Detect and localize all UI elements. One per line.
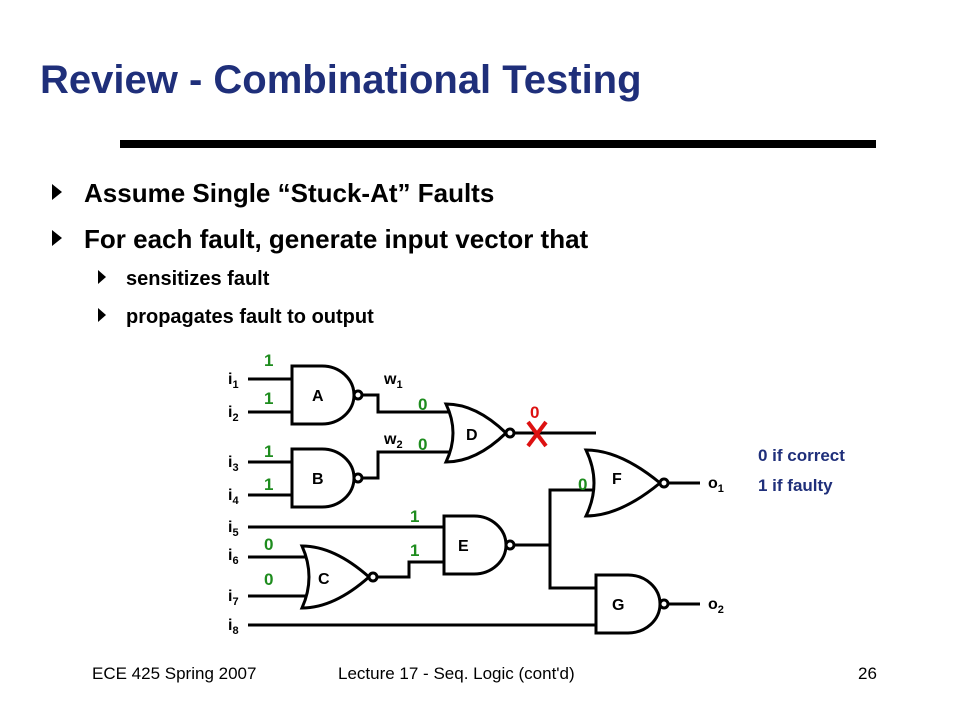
gate-f: F — [583, 448, 670, 518]
value-e-in1: 1 — [410, 507, 419, 526]
value-d-in2: 0 — [418, 435, 427, 454]
bullet-stuck-at: Assume Single “Stuck-At” Faults — [52, 178, 494, 209]
sub-bullet-text: propagates fault to output — [126, 306, 374, 328]
value-i7: 0 — [264, 570, 273, 589]
gate-b: B — [290, 447, 364, 509]
gate-e-label: E — [458, 538, 469, 555]
wire-labels: w1 w2 o1 o2 — [383, 371, 724, 616]
input-label-i2: i2 — [228, 404, 239, 424]
value-f-in2: 0 — [578, 475, 587, 494]
output-label-o2: o2 — [708, 596, 724, 616]
bullet-text: Assume Single “Stuck-At” Faults — [84, 178, 495, 208]
footer-course: ECE 425 Spring 2007 — [92, 664, 257, 683]
sub-bullet-sensitizes: sensitizes fault — [98, 268, 269, 291]
value-d-in1: 0 — [418, 395, 427, 414]
wire-label-w1: w1 — [383, 371, 403, 391]
value-i6: 0 — [264, 535, 273, 554]
input-label-i7: i7 — [228, 588, 239, 608]
bullet-arrow-icon — [52, 184, 62, 200]
gate-g-label: G — [612, 597, 624, 614]
input-labels: i1 i2 i3 i4 i5 i6 i7 i8 — [228, 371, 239, 637]
slide-title: Review - Combinational Testing — [40, 58, 642, 102]
value-i1: 1 — [264, 351, 273, 370]
bullet-arrow-icon — [98, 308, 106, 322]
gate-g: G — [594, 573, 670, 635]
gate-f-label: F — [612, 471, 622, 488]
title-rule — [120, 140, 876, 148]
input-label-i6: i6 — [228, 547, 239, 567]
bullet-arrow-icon — [98, 270, 106, 284]
internal-wires — [362, 393, 700, 606]
input-label-i5: i5 — [228, 519, 239, 539]
gate-d: D — [443, 402, 516, 464]
gate-e: E — [442, 514, 516, 576]
footer-lecture: Lecture 17 - Seq. Logic (cont'd) — [338, 664, 575, 683]
bullet-arrow-icon — [52, 230, 62, 246]
sub-bullet-text: sensitizes fault — [126, 268, 270, 290]
gate-a: A — [290, 364, 364, 426]
input-wires — [248, 377, 596, 627]
bullet-generate-vector: For each fault, generate input vector th… — [52, 224, 588, 255]
wire-label-w2: w2 — [383, 431, 403, 451]
value-i3: 1 — [264, 442, 273, 461]
signal-values: 1 1 1 1 0 0 0 0 1 1 0 — [264, 351, 587, 589]
gate-c-label: C — [318, 571, 330, 588]
fault-marker: 0 — [526, 403, 548, 448]
value-i2: 1 — [264, 389, 273, 408]
bullet-text: For each fault, generate input vector th… — [84, 224, 589, 254]
input-label-i1: i1 — [228, 371, 239, 391]
fault-value: 0 — [530, 403, 539, 422]
output-notes: 0 if correct 1 if faulty — [758, 446, 845, 495]
input-label-i3: i3 — [228, 454, 239, 474]
fault-x-icon — [526, 420, 548, 448]
gate-c: C — [299, 544, 379, 610]
input-label-i4: i4 — [228, 487, 239, 507]
gate-d-label: D — [466, 427, 478, 444]
sub-bullet-propagates: propagates fault to output — [98, 306, 374, 329]
footer-page-number: 26 — [858, 664, 877, 683]
value-e-in2: 1 — [410, 541, 419, 560]
note-faulty: 1 if faulty — [758, 476, 833, 495]
note-correct: 0 if correct — [758, 446, 845, 465]
output-label-o1: o1 — [708, 475, 724, 495]
value-i4: 1 — [264, 475, 273, 494]
gate-a-label: A — [312, 388, 324, 405]
input-label-i8: i8 — [228, 617, 239, 637]
gate-b-label: B — [312, 471, 324, 488]
